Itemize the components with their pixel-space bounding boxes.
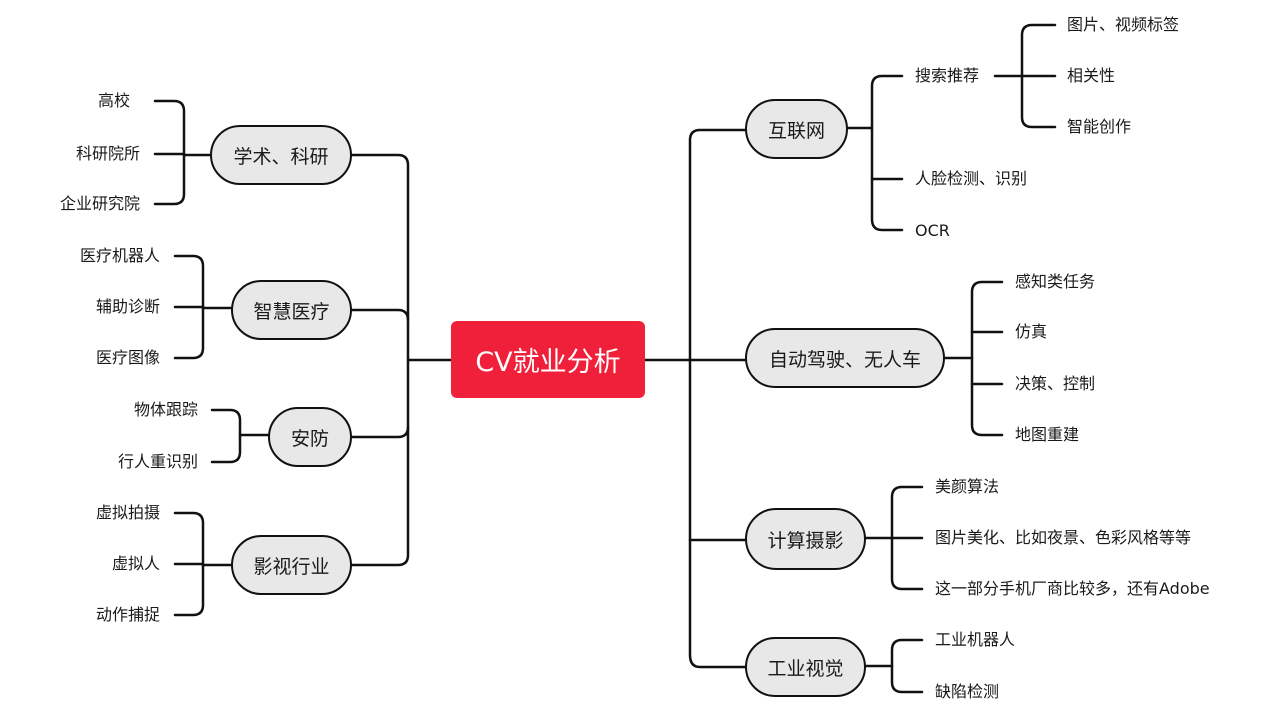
leaf-medical-robot: 医疗机器人 [79,246,160,265]
leaf-corporate-research: 企业研究院 [59,194,140,213]
branch-security[interactable]: 安防 [268,407,352,467]
connector-left-3 [350,425,410,439]
leaf-person-reid: 行人重识别 [117,452,198,471]
leaf-image-video-tags: 图片、视频标签 [1067,15,1180,34]
connector-internet-spine [870,74,904,232]
connector-right-spine [688,128,747,669]
leaf-industrial-robot: 工业机器人 [935,630,1016,649]
branch-autonomous-driving[interactable]: 自动驾驶、无人车 [745,328,945,388]
branch-internet[interactable]: 互联网 [745,99,848,159]
leaf-virtual-human: 虚拟人 [111,554,160,573]
root-node[interactable]: CV就业分析 [451,321,645,398]
connector-left-2 [350,308,410,322]
branch-smart-medical[interactable]: 智慧医疗 [231,280,352,340]
leaf-research-institute: 科研院所 [75,144,140,163]
leaf-beauty-algorithm: 美颜算法 [935,477,1000,496]
connector-industry-spine [890,638,924,694]
leaf-virtual-shooting: 虚拟拍摄 [95,503,160,522]
leaf-search-recommend: 搜索推荐 [915,66,980,85]
leaf-decision-control: 决策、控制 [1015,374,1096,393]
branch-industrial-vision[interactable]: 工业视觉 [745,637,866,697]
branch-computational-photography[interactable]: 计算摄影 [745,508,866,570]
leaf-motion-capture: 动作捕捉 [95,605,160,624]
leaf-object-tracking: 物体跟踪 [133,400,198,419]
connector-security-spine [210,408,242,464]
leaf-assisted-diagnosis: 辅助诊断 [95,297,160,316]
connector-auto-spine [970,280,1004,437]
branch-film-industry[interactable]: 影视行业 [231,535,352,595]
leaf-relevance: 相关性 [1067,66,1116,85]
leaf-simulation: 仿真 [1015,322,1048,341]
branch-academic-research[interactable]: 学术、科研 [210,125,352,185]
leaf-smart-creation: 智能创作 [1067,117,1132,136]
leaf-defect-detection: 缺陷检测 [935,682,1000,701]
leaf-image-enhancement: 图片美化、比如夜景、色彩风格等等 [935,528,1192,547]
leaf-medical-imaging: 医疗图像 [95,348,160,367]
leaf-university: 高校 [97,91,130,110]
leaf-face-detection: 人脸检测、识别 [915,169,1028,188]
leaf-phone-makers-adobe: 这一部分手机厂商比较多，还有Adobe [935,579,1210,598]
leaf-perception-tasks: 感知类任务 [1015,272,1096,291]
leaf-map-reconstruction: 地图重建 [1015,425,1080,444]
connector-academic-spine [153,99,186,206]
connector-left-spine [350,153,410,567]
leaf-ocr: OCR [915,221,950,240]
